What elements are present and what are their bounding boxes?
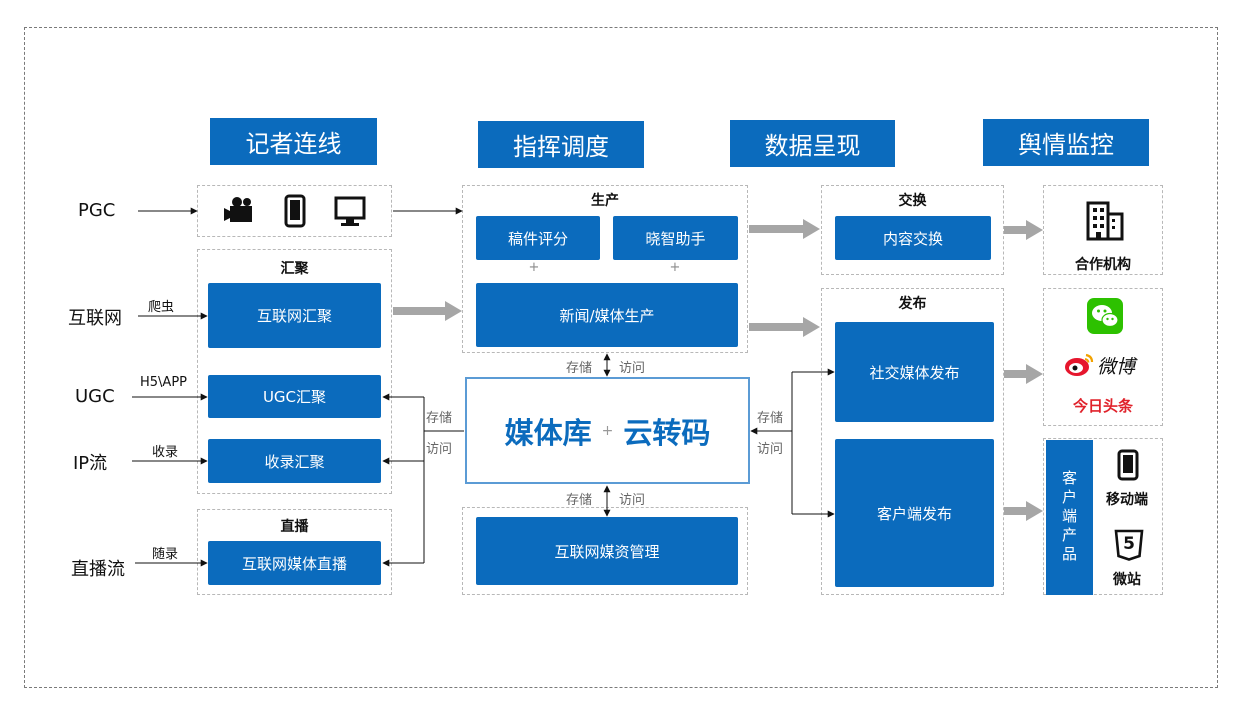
header-sentiment-monitor: 舆情监控 [983, 119, 1149, 166]
weibo-icon [1065, 353, 1094, 376]
gray-arrow-production-publish [749, 317, 820, 337]
outer-frame [24, 27, 1218, 688]
record-aggregate-node: 收录汇聚 [208, 439, 381, 483]
plus-mark-right: + [669, 260, 681, 275]
gray-arrow-production-exchange [749, 219, 820, 239]
label-store-right: 存储 [757, 411, 784, 426]
monitor-icon [334, 196, 366, 226]
source-pgc: PGC [78, 200, 116, 221]
header-command-dispatch: 指挥调度 [478, 121, 644, 168]
label-visit-top: 访问 [619, 361, 646, 376]
mobile-label: 移动端 [1106, 492, 1148, 508]
label-visit-bottom: 访问 [619, 493, 646, 508]
gray-arrow-social-platforms [1004, 364, 1043, 384]
aggregate-title: 汇聚 [280, 261, 309, 277]
html5-icon: 5 [1114, 529, 1144, 561]
client-publish-node: 客户端发布 [835, 439, 994, 587]
header-data-presentation: 数据呈现 [730, 120, 895, 167]
ugc-aggregate-node: UGC汇聚 [208, 375, 381, 418]
label-visit-right: 访问 [757, 442, 784, 457]
gray-arrow-exchange-partner [1004, 220, 1043, 240]
label-store-left: 存储 [426, 411, 453, 426]
social-platforms-box: 微博 今日头条 [1043, 288, 1163, 426]
html5-shield-shape [1114, 529, 1144, 561]
cloud-transcode-label: 云转码 [623, 415, 711, 450]
exchange-title: 交换 [898, 193, 927, 209]
exchange-box [821, 185, 1004, 275]
social-media-publish-node: 社交媒体发布 [835, 322, 994, 422]
weibo-logo: 微博 [1064, 349, 1154, 381]
camera-icon [224, 197, 252, 222]
pgc-devices-box [197, 185, 392, 237]
media-library-transcode-box: 媒体库 + 云转码 [465, 377, 750, 484]
toutiao-logo: 今日头条 [1072, 397, 1133, 415]
smart-assistant-node: 晓智助手 [613, 216, 738, 260]
publish-title: 发布 [898, 296, 927, 312]
label-store-top: 存储 [566, 361, 593, 376]
label-crawler: 爬虫 [148, 300, 175, 315]
news-media-production-node: 新闻/媒体生产 [476, 283, 738, 347]
source-internet: 互联网 [68, 308, 122, 329]
publish-box [821, 288, 1004, 595]
label-store-bottom: 存储 [566, 493, 593, 508]
manuscript-score-node: 稿件评分 [476, 216, 600, 260]
production-title: 生产 [591, 193, 619, 209]
label-h5-app: H5\APP [140, 375, 187, 390]
live-title: 直播 [280, 519, 309, 535]
header-reporter-link: 记者连线 [210, 118, 377, 165]
html5-mark: 5 [1123, 534, 1135, 554]
plus-mark-left: + [528, 260, 540, 275]
label-record: 收录 [152, 445, 179, 460]
gray-arrow-aggregate-production [393, 301, 462, 321]
internet-aggregate-node: 互联网汇聚 [208, 283, 381, 348]
tablet-icon [284, 194, 306, 228]
center-plus: + [601, 422, 614, 439]
media-asset-management-node: 互联网媒资管理 [476, 517, 738, 585]
source-ip-stream: IP流 [73, 453, 108, 474]
media-library-label: 媒体库 [504, 415, 592, 450]
label-visit-left: 访问 [426, 442, 453, 457]
building-icon [1086, 201, 1124, 241]
internet-live-node: 互联网媒体直播 [208, 541, 381, 585]
wechat-icon [1087, 298, 1123, 334]
partner-box: 合作机构 [1043, 185, 1163, 275]
right-bus [750, 368, 835, 518]
weibo-label: 微博 [1097, 355, 1136, 378]
client-products-label: 客户端产品 [1046, 440, 1093, 595]
content-exchange-node: 内容交换 [835, 216, 991, 260]
gray-arrows [393, 219, 1043, 521]
production-box [462, 185, 748, 353]
site-label: 微站 [1113, 572, 1141, 588]
label-casual-record: 随录 [152, 547, 179, 562]
partner-label: 合作机构 [1075, 257, 1131, 273]
gray-arrow-client-products [1004, 501, 1043, 521]
client-products-box [1043, 438, 1163, 595]
left-bus [382, 393, 464, 567]
mobile-icon [1117, 449, 1139, 481]
live-box [197, 509, 392, 595]
source-live-stream: 直播流 [71, 559, 125, 580]
source-ugc: UGC [75, 386, 115, 407]
aggregate-box [197, 249, 392, 494]
